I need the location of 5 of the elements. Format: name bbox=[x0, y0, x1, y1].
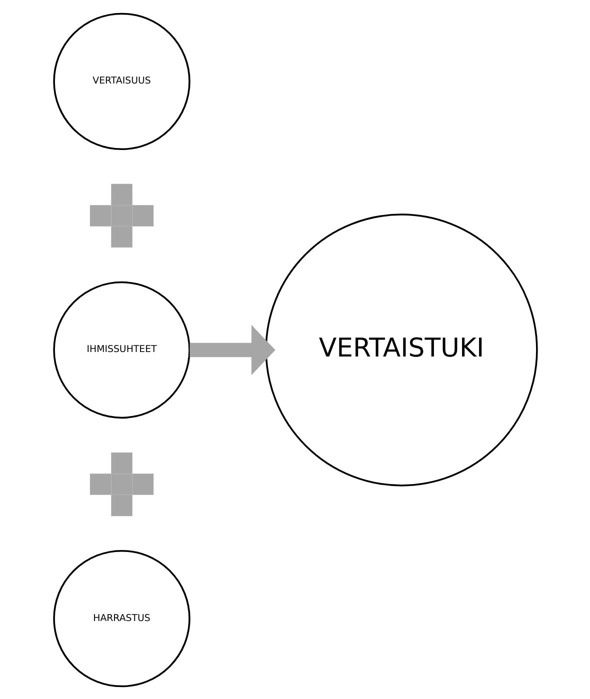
arrow bbox=[189, 324, 275, 375]
node-circle: VERTAISUUS bbox=[52, 12, 190, 150]
node-circle: HARRASTUS bbox=[52, 549, 190, 687]
node-circle: VERTAISTUKI bbox=[264, 213, 538, 486]
node-circle: IHMISSUHTEET bbox=[52, 280, 190, 418]
